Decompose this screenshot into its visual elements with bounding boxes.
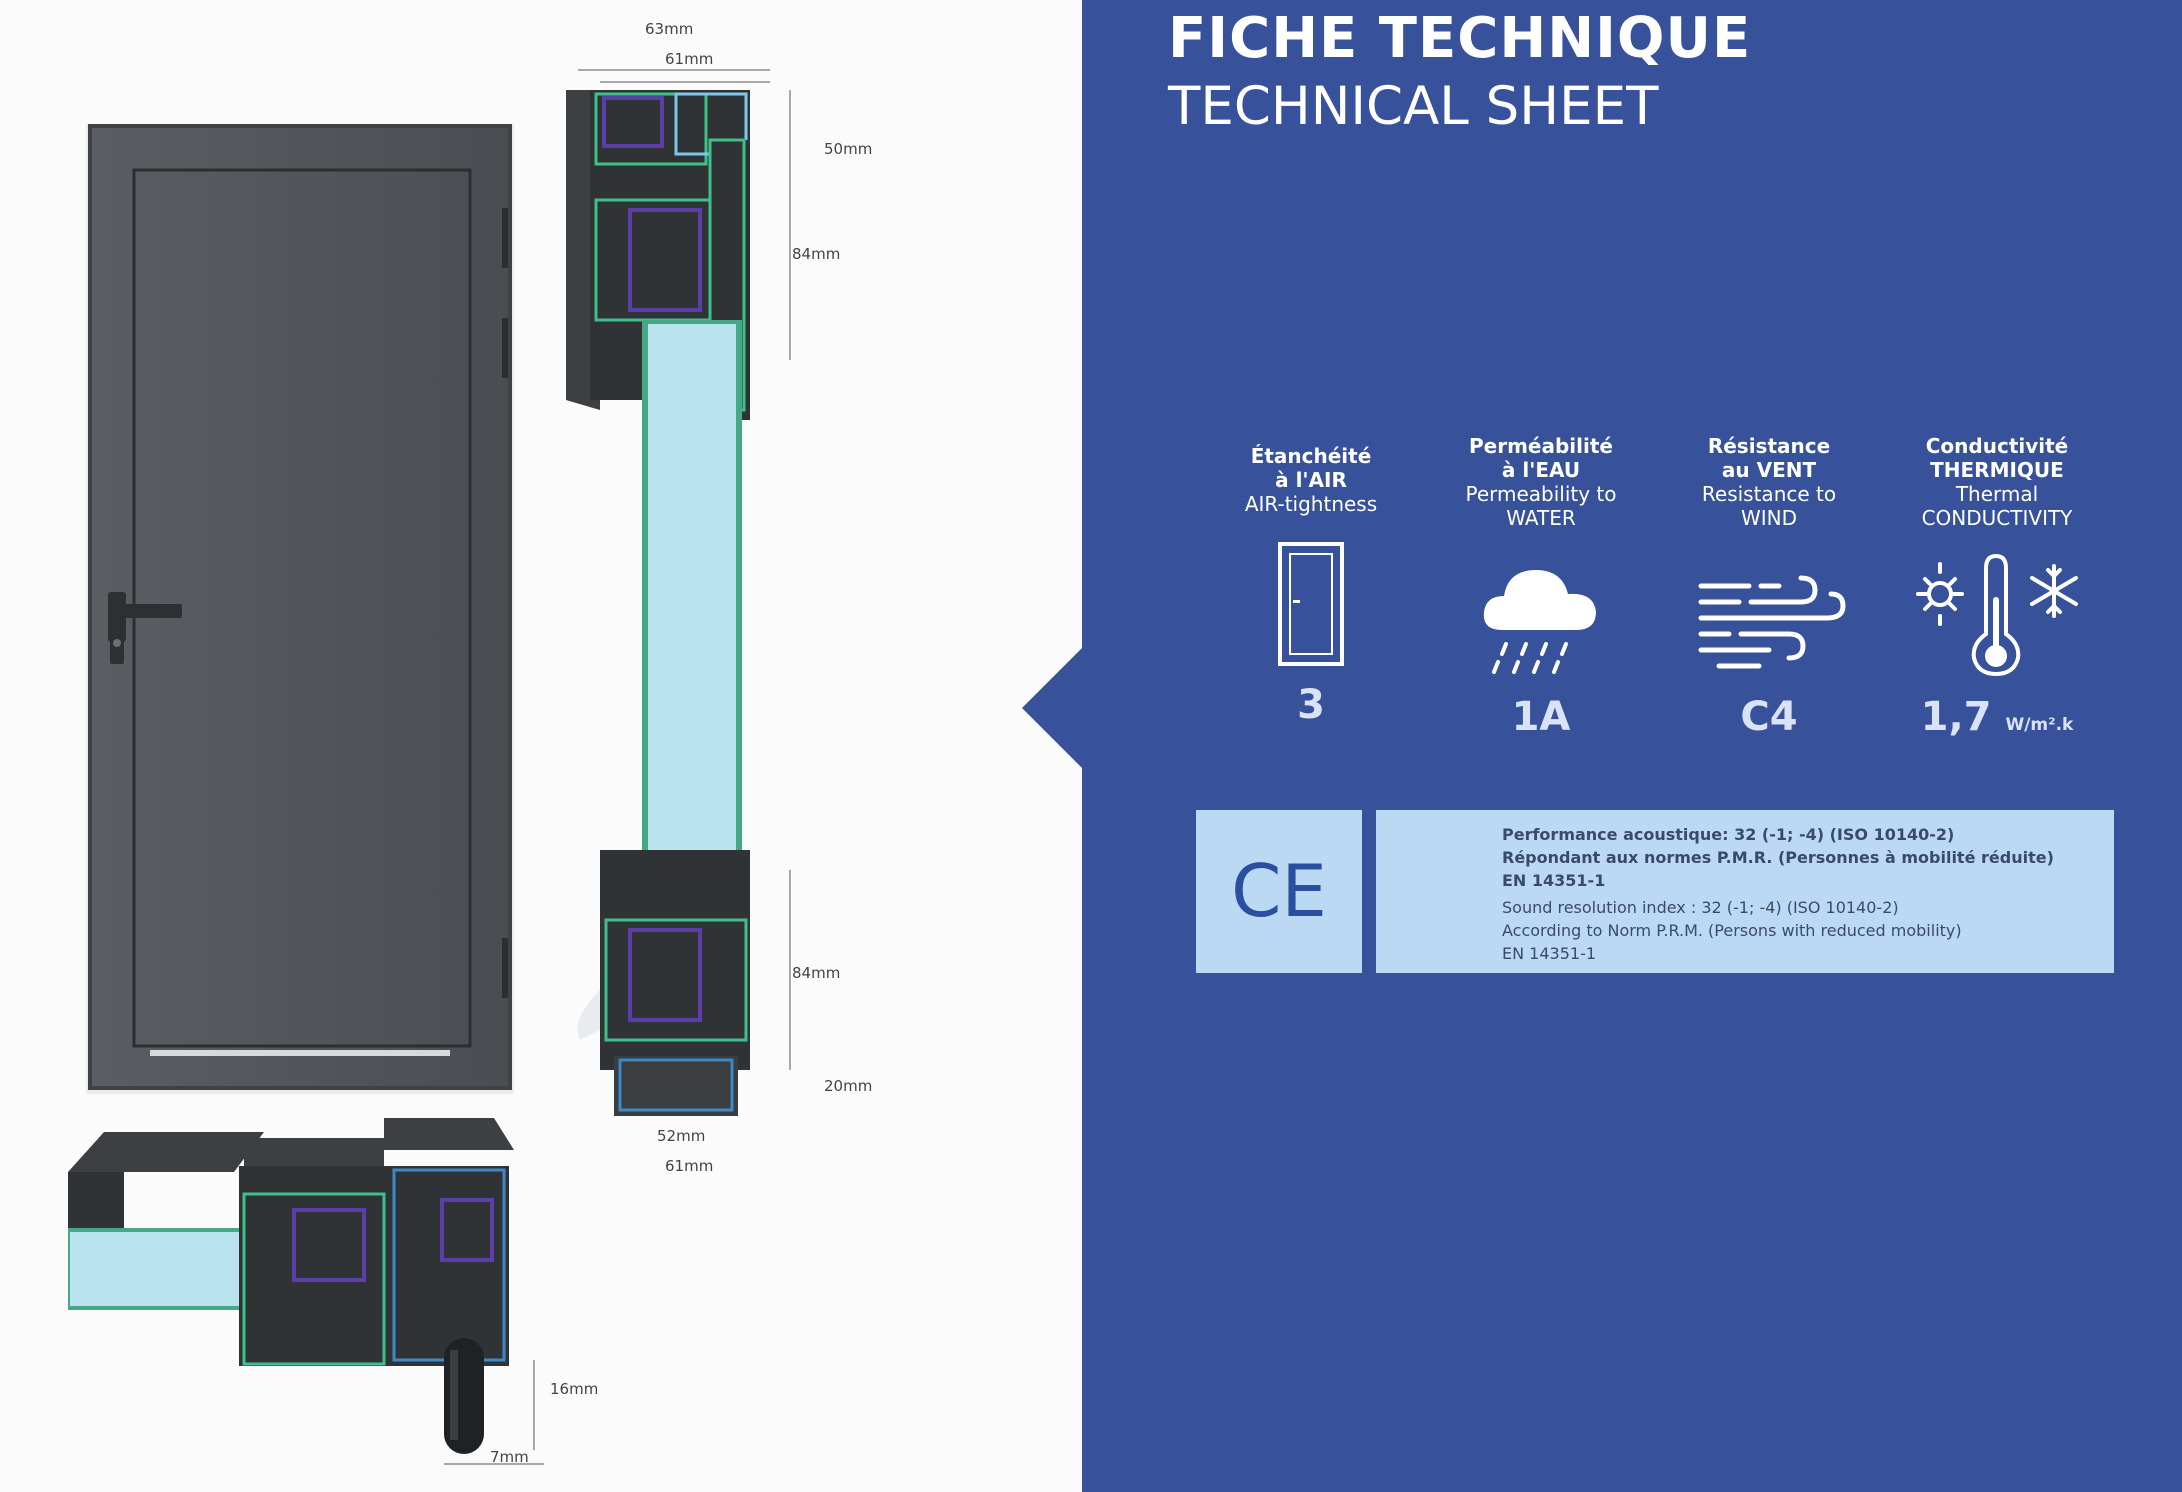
dim-hinge-height: 16mm xyxy=(550,1380,599,1398)
dim-side-frame-top: 84mm xyxy=(792,245,841,263)
criterion-en-line1: AIR-tightness xyxy=(1244,492,1378,516)
dim-side-frame-bottom: 84mm xyxy=(792,964,841,982)
rain-cloud-icon xyxy=(1483,570,1596,674)
dim-side-top: 50mm xyxy=(824,140,873,158)
info-fr-pmr: Répondant aux normes P.M.R. (Personnes à… xyxy=(1502,848,2054,867)
criterion-fr-line2: au VENT xyxy=(1721,458,1817,482)
performance-info-box: Performance acoustique: 32 (-1; -4) (ISO… xyxy=(1376,810,2114,973)
criterion-fr-line2: THERMIQUE xyxy=(1930,458,2064,482)
criterion-value: 1,7 W/m².k xyxy=(1882,694,2112,740)
criterion-fr-line2: à l'EAU xyxy=(1501,458,1581,482)
info-en-norm: EN 14351-1 xyxy=(1502,944,1597,963)
technical-sheet-panel xyxy=(1082,0,2182,1492)
criterion-fr-line1: Conductivité xyxy=(1925,434,2069,458)
criterion-en-line1: Permeability to xyxy=(1465,482,1617,506)
door-illustration xyxy=(86,124,514,1094)
dim-top-outer: 63mm xyxy=(645,20,694,38)
criterion-fr-line1: Résistance xyxy=(1707,434,1831,458)
criterion-en-line1: Thermal xyxy=(1955,482,2039,506)
thermometer-icon xyxy=(1916,553,2078,677)
info-fr-norm: EN 14351-1 xyxy=(1502,871,1606,890)
criterion-value: 3 xyxy=(1297,682,1325,728)
criterion-value-number: 1,7 xyxy=(1920,694,1992,740)
title-english: TECHNICAL SHEET xyxy=(1168,76,1659,137)
criterion-en-line2: WIND xyxy=(1740,506,1798,530)
info-en-acoustic: Sound resolution index : 32 (-1; -4) (IS… xyxy=(1502,898,1899,917)
dim-side-threshold: 20mm xyxy=(824,1077,873,1095)
criterion-air-tightness: Étanchéité à l'AIR AIR-tightness 3 xyxy=(1196,444,1426,728)
criterion-value: 1A xyxy=(1511,694,1571,740)
info-en-prm: According to Norm P.R.M. (Persons with r… xyxy=(1502,921,1962,940)
info-fr-acoustic: Performance acoustique: 32 (-1; -4) (ISO… xyxy=(1502,825,1955,844)
dim-top-inner: 61mm xyxy=(665,50,714,68)
criterion-water-permeability: Perméabilité à l'EAU Permeability to WAT… xyxy=(1426,434,1656,740)
dim-bottom-inner: 52mm xyxy=(657,1127,706,1145)
wind-icon xyxy=(1698,575,1846,669)
vertical-section-profile xyxy=(566,69,791,1116)
criterion-wind-resistance: Résistance au VENT Resistance to WIND C4 xyxy=(1654,434,1884,740)
criterion-value: C4 xyxy=(1740,694,1798,740)
dim-hinge-width: 7mm xyxy=(490,1448,529,1466)
criterion-fr-line1: Étanchéité xyxy=(1250,444,1372,468)
criterion-value-unit: W/m².k xyxy=(2005,715,2074,735)
panel-pointer-notch xyxy=(1022,646,1084,770)
dim-bottom-outer: 61mm xyxy=(665,1157,714,1175)
criterion-en-line2: WATER xyxy=(1506,506,1576,530)
door-icon xyxy=(1278,542,1344,666)
criterion-fr-line2: à l'AIR xyxy=(1275,468,1347,492)
product-illustration-panel: 63mm 61mm 50mm 84mm 84mm 20mm 52mm 61mm … xyxy=(0,0,1082,1492)
criterion-thermal-conductivity: Conductivité THERMIQUE Thermal CONDUCTIV… xyxy=(1882,434,2112,740)
criterion-fr-line1: Perméabilité xyxy=(1469,434,1613,458)
criterion-en-line2: CONDUCTIVITY xyxy=(1921,506,2073,530)
horizontal-section-profile xyxy=(68,1118,544,1465)
criterion-en-line1: Resistance to xyxy=(1701,482,1837,506)
title-french: FICHE TECHNIQUE xyxy=(1168,6,1752,71)
ce-mark: CE xyxy=(1231,849,1327,933)
ce-mark-box: CE xyxy=(1196,810,1362,973)
